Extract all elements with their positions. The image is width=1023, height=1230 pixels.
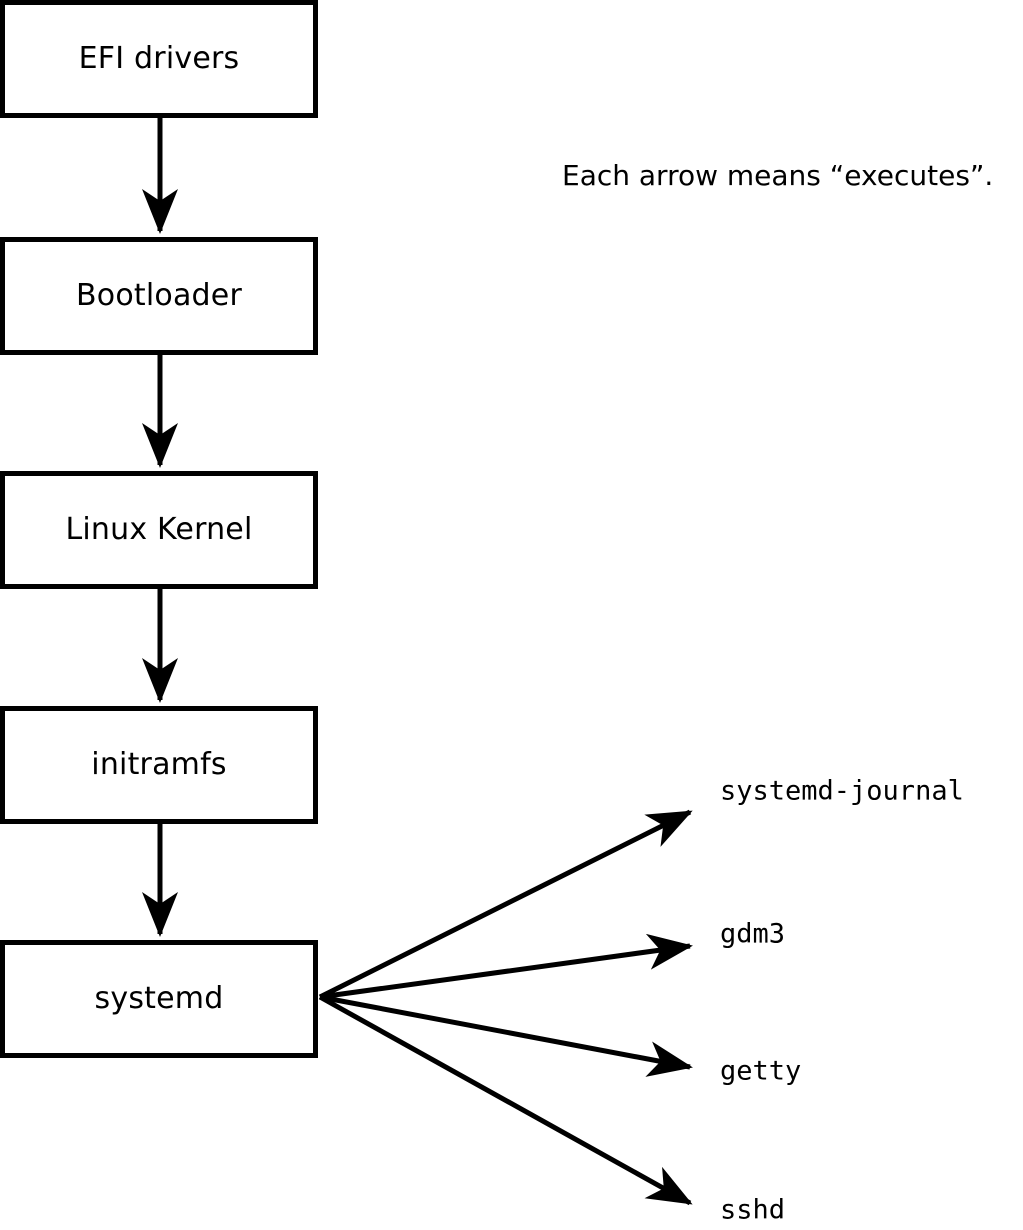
leaf-label-gdm3: gdm3 bbox=[720, 918, 786, 950]
process-box-initramfs: initramfs bbox=[0, 706, 318, 824]
process-box-label: EFI drivers bbox=[78, 41, 240, 76]
process-box-linux-kernel: Linux Kernel bbox=[0, 471, 318, 589]
diagram-caption: Each arrow means “executes”. bbox=[562, 159, 994, 192]
arrow-systemd-to-gdm3 bbox=[319, 933, 693, 1000]
process-box-systemd: systemd bbox=[0, 940, 318, 1058]
process-box-efi-drivers: EFI drivers bbox=[0, 0, 318, 118]
arrow-systemd-to-sshd bbox=[318, 994, 693, 1206]
leaf-label-getty: getty bbox=[720, 1055, 802, 1087]
process-box-label: initramfs bbox=[91, 747, 227, 782]
process-box-label: systemd bbox=[94, 981, 224, 1016]
leaf-label-sshd: sshd bbox=[720, 1194, 786, 1226]
process-box-label: Bootloader bbox=[76, 278, 242, 313]
leaf-label-systemd-journal: systemd-journal bbox=[720, 775, 964, 807]
arrow-systemd-to-getty bbox=[319, 994, 693, 1077]
arrow-systemd-to-systemd-journal bbox=[318, 809, 693, 1000]
process-box-bootloader: Bootloader bbox=[0, 237, 318, 355]
process-box-label: Linux Kernel bbox=[65, 512, 253, 547]
